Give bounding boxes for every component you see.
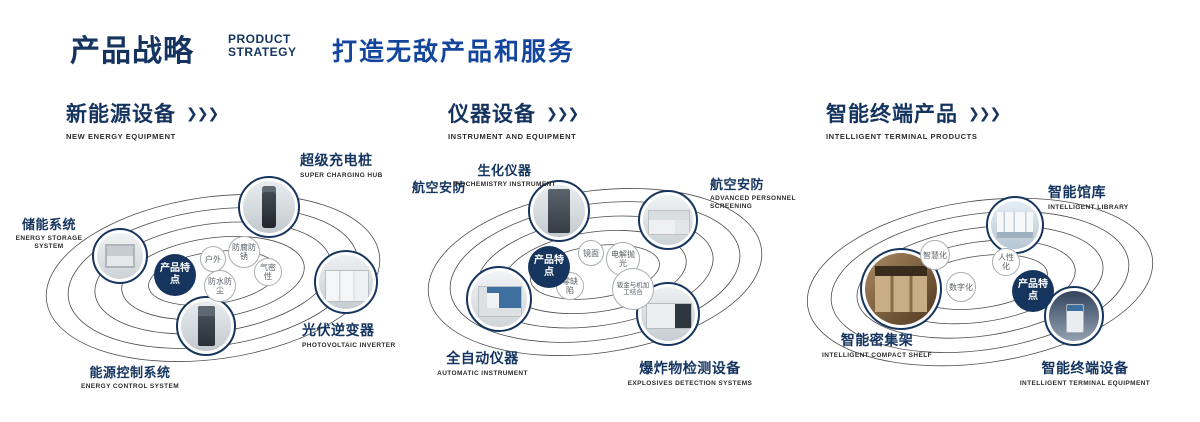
feature-bubble: 镜面 (578, 240, 604, 266)
product-name-en: ADVANCED PERSONNEL SCREENING (710, 195, 796, 210)
product-label-super-charging-hub: 超级充电桩 SUPER CHARGING HUB (300, 150, 420, 180)
product-node-biochemistry-instrument (528, 180, 590, 242)
product-label-photovoltaic-inverter: 光伏逆变器 PHOTOVOLTAIC INVERTER (302, 320, 422, 350)
product-label-energy-control: 能源控制系统 ENERGY CONTROL SYSTEM (55, 362, 205, 391)
section-title: 仪器设备 ❯❯❯ (448, 98, 579, 128)
product-label-personnel-screening: 航空安防 ADVANCED PERSONNEL SCREENING (710, 174, 820, 211)
section-title-text: 仪器设备 (448, 103, 536, 126)
product-node-automatic-instrument (466, 266, 532, 332)
section-subtitle: INSTRUMENT AND EQUIPMENT (448, 132, 577, 141)
product-name-cn: 智能密集架 (840, 332, 914, 348)
triple-arrow-icon: ❯❯❯ (968, 104, 1001, 121)
side-label-aviation-security: 航空安防 (412, 180, 467, 195)
automatic-instrument-photo (471, 271, 527, 327)
energy-storage-photo (97, 233, 143, 279)
product-name-cn: 全自动仪器 (446, 350, 519, 366)
product-label-explosives-detection: 爆炸物检测设备 EXPLOSIVES DETECTION SYSTEMS (610, 358, 770, 388)
feature-bubble: 智慧化 (920, 240, 950, 270)
product-features-badge: 产品特点 (154, 254, 196, 296)
feature-bubble: 钣金与机加工结合 (612, 268, 654, 310)
product-name-en: INTELLIGENT COMPACT SHELF (822, 352, 932, 359)
feature-bubble: 户外 (200, 246, 226, 272)
product-label-energy-storage: 储能系统 ENERGY STORAGE SYSTEM (8, 214, 90, 251)
orbit-rings-intelligent-terminal (806, 197, 1154, 367)
section-title-text: 智能终端产品 (826, 103, 958, 126)
product-node-photovoltaic-inverter (314, 250, 378, 314)
triple-arrow-icon: ❯❯❯ (186, 104, 219, 121)
product-name-cn: 智能馆库 (1048, 184, 1106, 200)
product-node-personnel-screening (638, 190, 698, 250)
product-name-cn: 储能系统 (21, 217, 76, 232)
product-label-intelligent-compact-shelf: 智能密集架 INTELLIGENT COMPACT SHELF (812, 330, 942, 360)
product-node-energy-control (176, 296, 236, 356)
section-header-intelligent-terminal: 智能终端产品 ❯❯❯ INTELLIGENT TERMINAL PRODUCTS (826, 98, 1001, 141)
page-title-en-line1: PRODUCT (228, 32, 291, 46)
product-name-en: ENERGY CONTROL SYSTEM (80, 383, 180, 390)
intelligent-library-photo (991, 201, 1039, 249)
feature-bubble: 防腐防锈 (228, 236, 260, 268)
product-label-automatic-instrument: 全自动仪器 AUTOMATIC INSTRUMENT (425, 348, 540, 378)
product-label-biochemistry-instrument: 生化仪器 BIOCHEMISTRY INSTRUMENT (452, 160, 557, 189)
section-title-text: 新能源设备 (66, 103, 176, 126)
page-subtitle: 打造无敌产品和服务 (332, 38, 576, 66)
product-name-cn: 光伏逆变器 (302, 322, 375, 338)
product-name-en: ENERGY STORAGE SYSTEM (15, 235, 83, 250)
product-name-cn: 超级充电桩 (300, 152, 373, 168)
section-subtitle: NEW ENERGY EQUIPMENT (66, 132, 176, 141)
intelligent-terminal-equipment-photo (1049, 291, 1099, 341)
personnel-screening-photo (643, 195, 693, 245)
feature-bubble: 人性化 (992, 248, 1020, 276)
biochemistry-instrument-photo (533, 185, 585, 237)
product-name-cn: 能源控制系统 (89, 365, 171, 380)
product-name-en: INTELLIGENT TERMINAL EQUIPMENT (1019, 380, 1151, 387)
product-node-energy-storage (92, 228, 148, 284)
super-charging-hub-photo (243, 181, 295, 233)
product-name-cn: 航空安防 (710, 177, 765, 192)
product-node-super-charging-hub (238, 176, 300, 238)
section-header-new-energy: 新能源设备 ❯❯❯ NEW ENERGY EQUIPMENT (66, 98, 219, 141)
product-name-en: SUPER CHARGING HUB (300, 172, 383, 179)
photovoltaic-inverter-photo (319, 255, 373, 309)
product-name-en: BIOCHEMISTRY INSTRUMENT (452, 181, 557, 188)
product-node-intelligent-library (986, 196, 1044, 254)
product-name-en: PHOTOVOLTAIC INVERTER (302, 342, 396, 349)
product-name-en: INTELLIGENT LIBRARY (1048, 204, 1129, 211)
product-node-intelligent-compact-shelf (860, 248, 942, 330)
product-name-cn: 爆炸物检测设备 (639, 360, 741, 376)
product-name-en: AUTOMATIC INSTRUMENT (437, 370, 528, 377)
triple-arrow-icon: ❯❯❯ (546, 104, 579, 121)
product-label-intelligent-terminal-equipment: 智能终端设备 INTELLIGENT TERMINAL EQUIPMENT (1000, 358, 1170, 388)
product-name-cn: 智能终端设备 (1041, 360, 1129, 376)
feature-bubble: 防水防尘 (204, 270, 236, 302)
product-name-cn: 生化仪器 (477, 163, 532, 178)
page-title: 产品战略 (70, 35, 194, 68)
feature-bubble: 气密性 (254, 258, 282, 286)
feature-bubble: 数字化 (946, 272, 976, 302)
product-name-en: EXPLOSIVES DETECTION SYSTEMS (627, 380, 753, 387)
section-header-instruments: 仪器设备 ❯❯❯ INSTRUMENT AND EQUIPMENT (448, 98, 579, 141)
product-features-badge: 产品特点 (528, 246, 570, 288)
product-label-intelligent-library: 智能馆库 INTELLIGENT LIBRARY (1048, 182, 1158, 212)
energy-control-photo (181, 301, 231, 351)
section-title: 智能终端产品 ❯❯❯ (826, 98, 1001, 128)
page-title-en: PRODUCT STRATEGY (228, 33, 296, 59)
product-node-intelligent-terminal-equipment (1044, 286, 1104, 346)
section-subtitle: INTELLIGENT TERMINAL PRODUCTS (826, 132, 978, 141)
product-features-badge: 产品特点 (1012, 270, 1054, 312)
page-title-en-line2: STRATEGY (228, 45, 297, 59)
section-title: 新能源设备 ❯❯❯ (66, 98, 219, 128)
